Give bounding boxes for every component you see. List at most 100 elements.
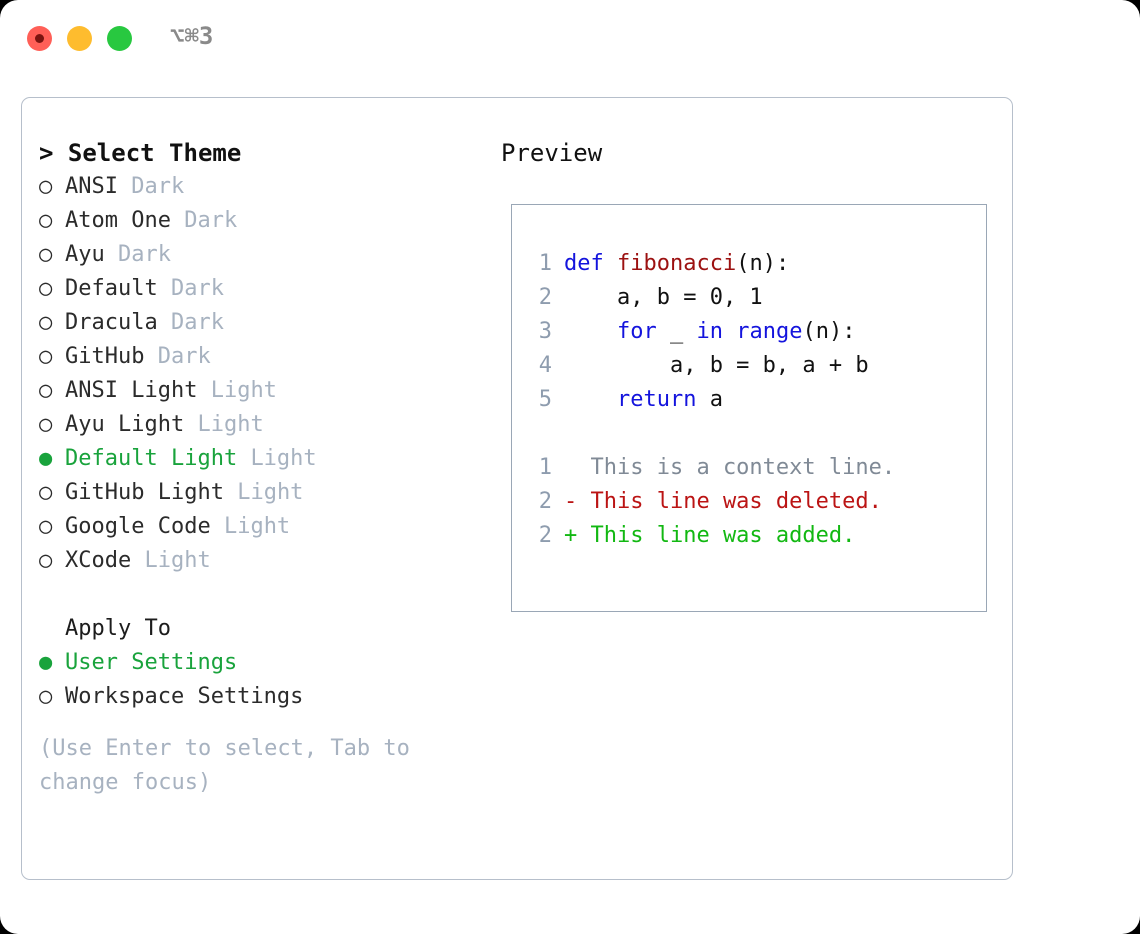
apply-to-heading: Apply To [65, 616, 171, 641]
theme-option-label: GitHub [65, 344, 145, 369]
theme-variant-badge: Light [144, 548, 211, 573]
diff-line: 1 This is a context line. [524, 451, 986, 485]
label-badge-gap [158, 276, 171, 301]
label-badge-gap [158, 310, 171, 335]
label-badge-gap [211, 514, 224, 539]
theme-option-dracula[interactable]: ○Dracula Dark [39, 306, 479, 340]
theme-variant-badge: Dark [184, 208, 238, 233]
label-badge-gap [184, 412, 197, 437]
radio-unselected-icon: ○ [39, 514, 53, 539]
theme-option-label: Google Code [65, 514, 211, 539]
apply-to-option-workspace-settings[interactable]: ○ Workspace Settings [39, 680, 479, 714]
theme-variant-badge: Dark [157, 344, 211, 369]
theme-option-label: Default Light [65, 446, 238, 471]
theme-variant-badge: Dark [170, 276, 224, 301]
theme-option-atom-one[interactable]: ○ Atom One Dark [39, 204, 479, 238]
label-badge-gap [144, 344, 157, 369]
code-token: (n): [736, 251, 790, 276]
preview-column: Preview [501, 136, 991, 170]
code-line: 2 a, b = 0, 1 [524, 281, 986, 315]
line-number: 1 [538, 251, 552, 276]
theme-option-google-code[interactable]: ○ Google Code Light [39, 510, 479, 544]
theme-variant-badge: Dark [131, 174, 185, 199]
code-line: 5 return a [524, 383, 986, 417]
line-number: 5 [538, 387, 552, 412]
code-token [564, 319, 617, 344]
line-number: 4 [538, 353, 552, 378]
radio-unselected-icon: ○ [39, 276, 53, 301]
theme-option-ayu[interactable]: ○Ayu Dark [39, 238, 479, 272]
radio-unselected-icon: ○ [39, 310, 53, 335]
code-token: a [696, 387, 723, 412]
label-badge-gap [224, 480, 237, 505]
label-badge-gap [131, 548, 144, 573]
line-number: 2 [538, 489, 552, 514]
diff-line: 2 + This line was added. [524, 519, 986, 553]
radio-selected-icon: ● [39, 446, 53, 471]
label-badge-gap [105, 242, 118, 267]
code-token [723, 319, 736, 344]
radio-unselected-icon: ○ [39, 684, 53, 709]
theme-list[interactable]: ○ANSI Dark○Atom One Dark○Ayu Dark○Defaul… [39, 170, 479, 578]
label-badge-gap [171, 208, 184, 233]
code-line: 4 a, b = b, a + b [524, 349, 986, 383]
radio-unselected-icon: ○ [39, 548, 53, 573]
code-token: for [616, 319, 657, 344]
radio-unselected-icon: ○ [39, 344, 53, 369]
code-token: range [736, 319, 803, 344]
theme-option-label: ANSI [65, 174, 118, 199]
line-number: 2 [538, 285, 552, 310]
code-token: _ [656, 319, 697, 344]
theme-option-github[interactable]: ○ GitHub Dark [39, 340, 479, 374]
theme-picker-panel: > Select Theme ○ANSI Dark○Atom One Dark○… [21, 97, 1013, 880]
maximize-button[interactable] [107, 26, 132, 51]
code-token: in [696, 319, 723, 344]
code-token: return [616, 387, 697, 412]
apply-to-option-label: Workspace Settings [65, 684, 304, 709]
theme-option-label: Atom One [65, 208, 171, 233]
keyboard-hint: (Use Enter to select, Tab to change focu… [39, 736, 424, 795]
label-badge-gap [118, 174, 131, 199]
code-line: 1 def fibonacci(n): [524, 247, 986, 281]
theme-variant-badge: Dark [118, 242, 171, 267]
diff-line-text: - This line was deleted. [564, 489, 882, 514]
line-number: 2 [538, 523, 552, 548]
theme-variant-badge: Light [210, 378, 277, 403]
theme-option-default[interactable]: ○Default Dark [39, 272, 479, 306]
close-icon [35, 34, 44, 43]
close-button[interactable] [27, 26, 52, 51]
radio-unselected-icon: ○ [39, 412, 53, 437]
theme-option-github-light[interactable]: ○GitHub Light Light [39, 476, 479, 510]
apply-to-option-user-settings[interactable]: ●User Settings [39, 646, 479, 680]
minimize-button[interactable] [67, 26, 92, 51]
preview-title: Preview [501, 139, 603, 167]
radio-selected-icon: ● [39, 650, 53, 675]
code-token: (n): [802, 319, 856, 344]
radio-unselected-icon: ○ [39, 242, 53, 267]
apply-to-list[interactable]: ●User Settings ○ Workspace Settings [39, 646, 479, 714]
theme-option-ansi-light[interactable]: ○ANSI Light Light [39, 374, 479, 408]
radio-unselected-icon: ○ [39, 208, 53, 233]
select-theme-header: > Select Theme [39, 139, 242, 167]
code-token: a, b = b, a + b [564, 353, 869, 378]
radio-unselected-icon: ○ [39, 378, 53, 403]
code-token: def [564, 251, 617, 276]
theme-option-label: XCode [65, 548, 132, 573]
theme-option-default-light[interactable]: ● Default Light Light [39, 442, 479, 476]
theme-variant-badge: Light [237, 480, 304, 505]
theme-option-ayu-light[interactable]: ○Ayu Light Light [39, 408, 479, 442]
theme-option-ansi[interactable]: ○ANSI Dark [39, 170, 479, 204]
diff-line-text: This is a context line. [564, 455, 896, 480]
code-token: fibonacci [616, 251, 737, 276]
diff-line-text: + This line was added. [564, 523, 856, 548]
code-token [564, 387, 617, 412]
theme-variant-badge: Light [223, 514, 291, 539]
diff-block: 1 This is a context line. 2 - This line wa… [524, 451, 986, 553]
theme-variant-badge: Light [250, 446, 317, 471]
list-spacer [39, 578, 479, 612]
theme-option-xcode[interactable]: ○ XCode Light [39, 544, 479, 578]
